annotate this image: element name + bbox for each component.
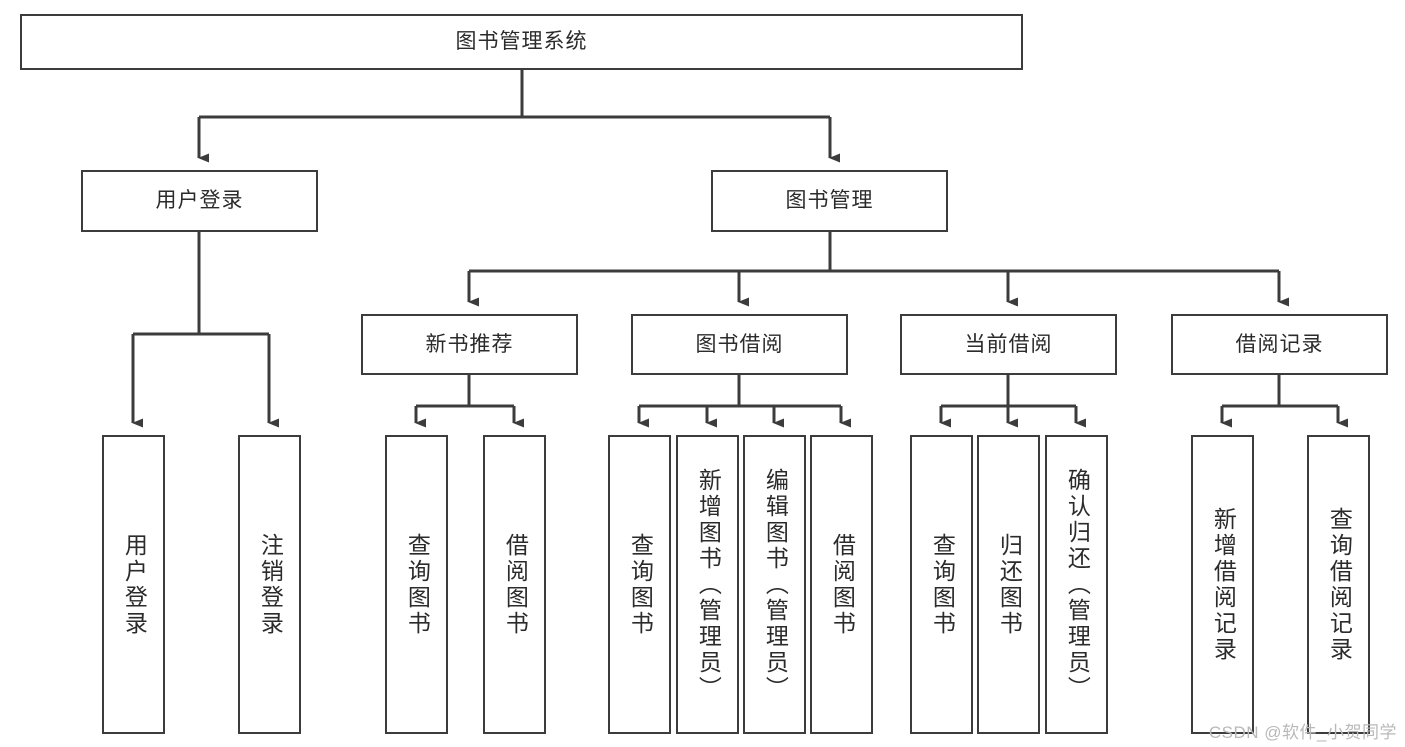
node-borrow-record[interactable]: 借阅记录: [1171, 314, 1388, 375]
leaf-borrow-edit-book-admin[interactable]: 编辑图书（管理员）: [743, 435, 806, 734]
leaf-current-confirm-return-admin[interactable]: 确认归还（管理员）: [1045, 435, 1108, 734]
node-new-book-recommend-label: 新书推荐: [425, 332, 514, 356]
leaf-label: 确认归还（管理员）: [1064, 467, 1091, 702]
leaf-label: 编辑图书（管理员）: [762, 467, 789, 702]
leaf-label: 注销登录: [257, 532, 284, 637]
node-current-borrow[interactable]: 当前借阅: [900, 314, 1117, 375]
watermark-text: CSDN @软件_小贺同学: [1208, 723, 1397, 742]
node-root-book-management-system[interactable]: 图书管理系统: [20, 14, 1023, 70]
leaf-user-login-login[interactable]: 用户登录: [102, 435, 165, 734]
node-root-label: 图书管理系统: [455, 30, 588, 54]
node-book-borrow[interactable]: 图书借阅: [631, 314, 848, 375]
leaf-label: 查询图书: [404, 532, 431, 637]
leaf-current-query-book[interactable]: 查询图书: [910, 435, 973, 734]
node-user-login-label: 用户登录: [155, 189, 244, 213]
leaf-newbook-borrow-book[interactable]: 借阅图书: [483, 435, 546, 734]
leaf-record-add-borrow-record[interactable]: 新增借阅记录: [1191, 435, 1254, 734]
leaf-borrow-borrow-book[interactable]: 借阅图书: [810, 435, 873, 734]
node-new-book-recommend[interactable]: 新书推荐: [361, 314, 578, 375]
node-book-management[interactable]: 图书管理: [711, 170, 948, 232]
node-book-borrow-label: 图书借阅: [695, 332, 784, 356]
leaf-label: 归还图书: [996, 532, 1023, 637]
leaf-borrow-query-book[interactable]: 查询图书: [608, 435, 671, 734]
leaf-label: 查询图书: [929, 532, 956, 637]
leaf-label: 查询图书: [627, 532, 654, 637]
leaf-label: 查询借阅记录: [1326, 506, 1353, 663]
leaf-user-login-logout[interactable]: 注销登录: [238, 435, 301, 734]
leaf-newbook-query-book[interactable]: 查询图书: [385, 435, 448, 734]
node-user-login[interactable]: 用户登录: [81, 170, 318, 232]
leaf-record-query-borrow-record[interactable]: 查询借阅记录: [1307, 435, 1370, 734]
leaf-label: 新增图书（管理员）: [695, 467, 722, 702]
leaf-label: 新增借阅记录: [1210, 506, 1237, 663]
leaf-label: 借阅图书: [829, 532, 856, 637]
leaf-label: 借阅图书: [502, 532, 529, 637]
node-current-borrow-label: 当前借阅: [964, 332, 1053, 356]
node-book-management-label: 图书管理: [785, 189, 874, 213]
leaf-label: 用户登录: [121, 532, 148, 637]
leaf-borrow-add-book-admin[interactable]: 新增图书（管理员）: [676, 435, 739, 734]
leaf-current-return-book[interactable]: 归还图书: [977, 435, 1040, 734]
node-borrow-record-label: 借阅记录: [1235, 332, 1324, 356]
